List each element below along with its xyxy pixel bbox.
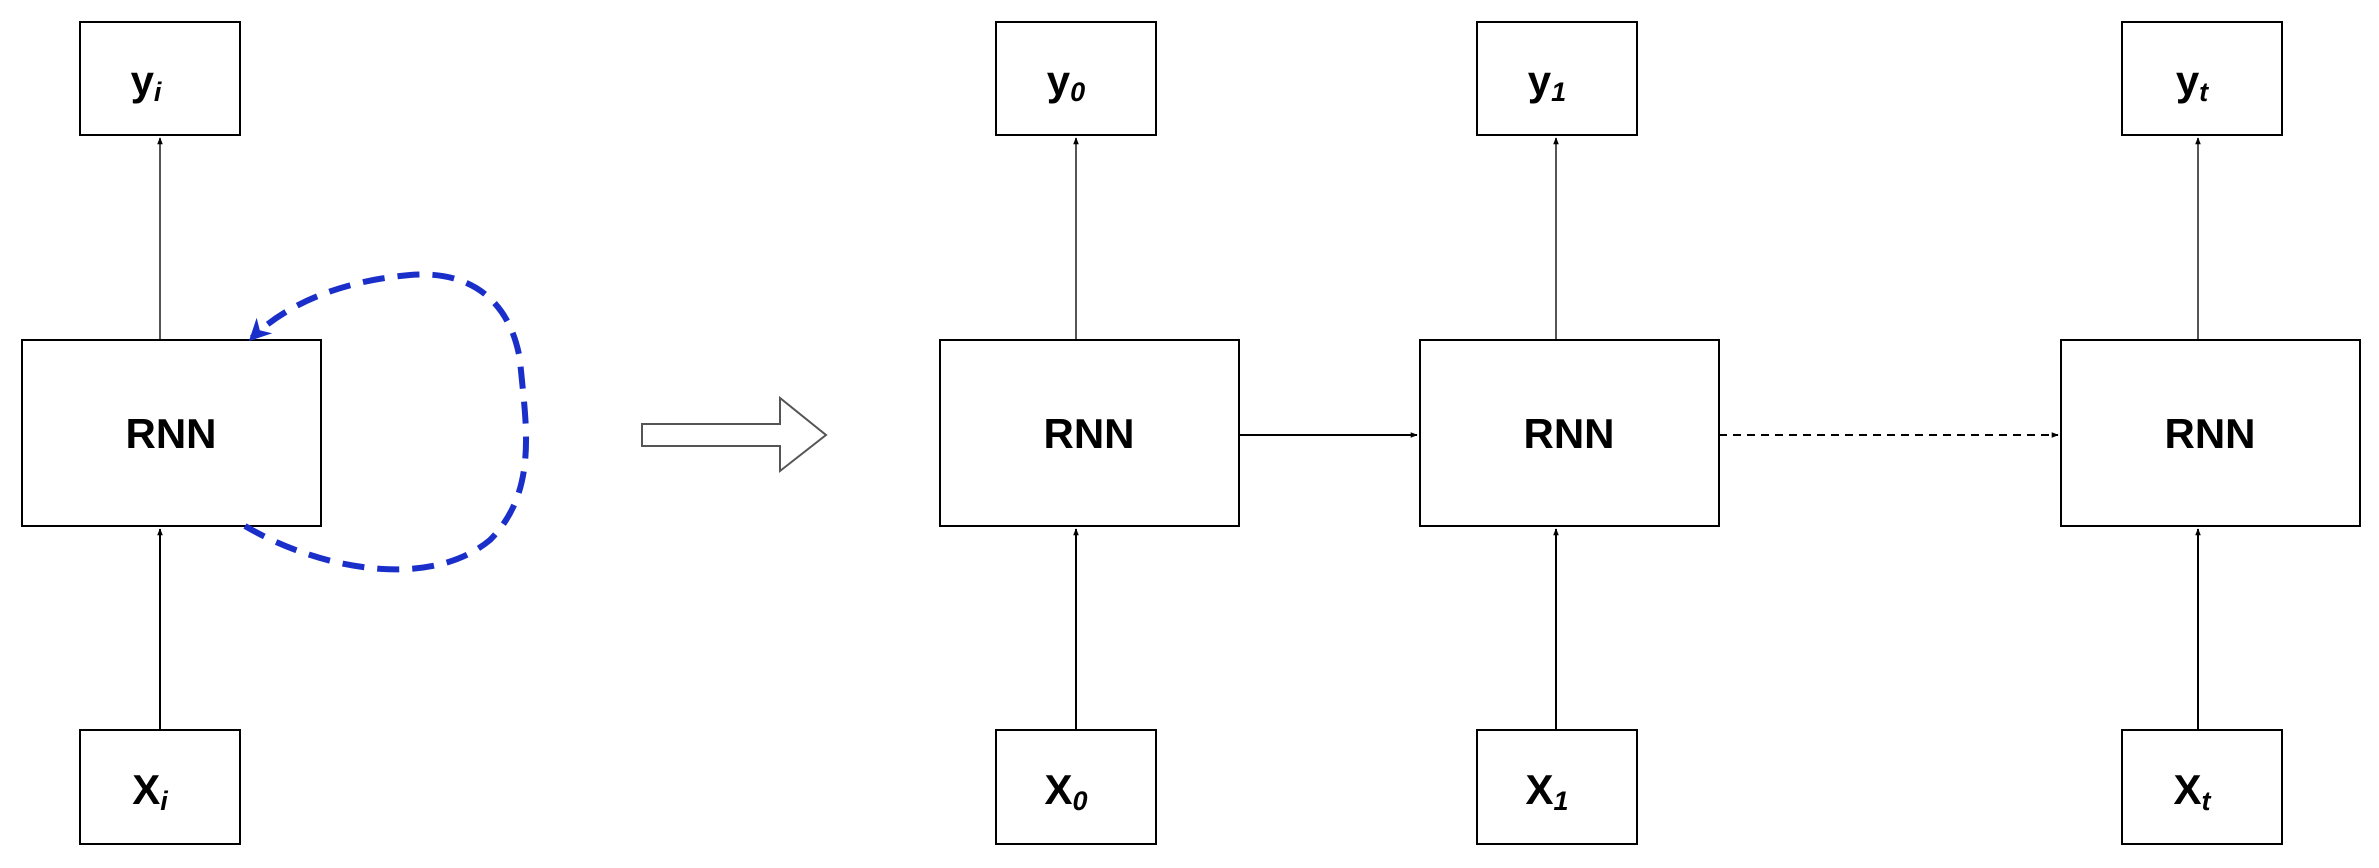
rnn-cell-label: RNN [1044, 410, 1135, 457]
input-subscript: i [160, 786, 168, 816]
rnn-cell-label: RNN [2165, 410, 2256, 457]
input-subscript: 0 [1072, 786, 1087, 816]
svg-text:Xt: Xt [2173, 766, 2211, 816]
rnn-cell-label: RNN [1524, 410, 1615, 457]
output-subscript: 1 [1551, 77, 1566, 107]
output-box-y1: y1 [1476, 21, 1638, 136]
input-subscript: t [2202, 786, 2212, 816]
svg-text:X0: X0 [1044, 766, 1087, 816]
svg-text:X1: X1 [1525, 766, 1568, 816]
output-subscript: t [2199, 77, 2209, 107]
rnn-cell-0: RNN [939, 339, 1240, 527]
output-box-y0: y0 [995, 21, 1157, 136]
timestep-t: yt RNN Xt [2060, 21, 2361, 845]
input-subscript: 1 [1553, 786, 1568, 816]
unrolled-rnn: y0 RNN X0 y1 [939, 21, 2361, 845]
output-subscript: 0 [1070, 77, 1085, 107]
output-label: y [1528, 57, 1552, 104]
input-box-x1: X1 [1476, 729, 1638, 845]
svg-text:Xi: Xi [132, 766, 168, 816]
folded-rnn: yi RNN Xi [21, 21, 529, 845]
svg-text:yt: yt [2176, 57, 2209, 107]
svg-text:y0: y0 [1047, 57, 1085, 107]
svg-text:y1: y1 [1528, 57, 1566, 107]
timestep-0: y0 RNN X0 [939, 21, 1240, 845]
input-label: X [1044, 766, 1072, 813]
rnn-cell-t: RNN [2060, 339, 2361, 527]
input-box-xi: Xi [79, 729, 241, 845]
timestep-1: y1 RNN X1 [1419, 21, 1720, 845]
input-label: X [1525, 766, 1553, 813]
output-label: y [131, 57, 155, 104]
rnn-cell-folded: RNN [21, 339, 322, 527]
rnn-cell-1: RNN [1419, 339, 1720, 527]
unfold-arrow-icon [641, 395, 828, 474]
output-box-yt: yt [2121, 21, 2283, 136]
svg-text:yi: yi [131, 57, 162, 107]
input-box-x0: X0 [995, 729, 1157, 845]
input-box-xt: Xt [2121, 729, 2283, 845]
output-box-yi: yi [79, 21, 241, 136]
output-subscript: i [154, 77, 162, 107]
recurrent-loop-arrow [243, 271, 529, 573]
output-label: y [1047, 57, 1071, 104]
rnn-cell-label: RNN [126, 410, 217, 457]
output-label: y [2176, 57, 2200, 104]
input-label: X [2173, 766, 2201, 813]
input-label: X [132, 766, 160, 813]
